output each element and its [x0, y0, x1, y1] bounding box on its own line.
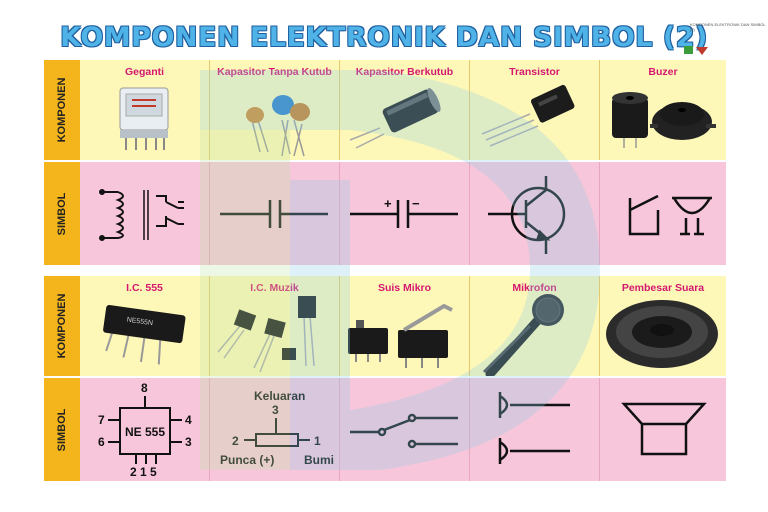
page-title: KOMPONEN ELEKTRONIK DAN SIMBOL (2) — [60, 22, 708, 53]
component-cell-buzer: Buzer — [600, 60, 726, 160]
music-ic-symbol: Keluaran 3 2 1 Punca (+) Bumi — [220, 389, 334, 467]
symbol-cell-buzer — [600, 162, 726, 265]
component-label: Buzer — [648, 66, 678, 78]
speaker-symbol — [621, 402, 707, 456]
component-row: Geganti Kapasitor Tanpa Kutub Kapasitor … — [80, 60, 726, 160]
component-label: Kapasitor Tanpa Kutub — [217, 66, 332, 78]
symbol-row: + − — [80, 162, 726, 265]
capacitor-symbol — [220, 200, 328, 228]
ic555-symbol: NE 555 8 7 6 4 3 2 1 5 — [98, 381, 192, 479]
component-cell-kapasitor-tanpa-kutub: Kapasitor Tanpa Kutub — [210, 60, 340, 160]
component-label: Kapasitor Berkutub — [355, 66, 454, 78]
symbol-cell-kapasitor-berkutub: + − — [340, 162, 470, 265]
right-name: Bumi — [304, 453, 334, 467]
corner-note: KOMPONEN ELEKTRONIK DAN SIMBOL (2) — [690, 22, 766, 32]
microphone-image — [482, 294, 564, 376]
component-cell-mikrofon: Mikrofon — [470, 276, 600, 376]
component-cell-suis-mikro: Suis Mikro — [340, 276, 470, 376]
pin-3: 3 — [185, 435, 192, 449]
polarized-capacitor-symbol: + − — [350, 196, 458, 228]
component-cell-geganti: Geganti — [80, 60, 210, 160]
component-label: Suis Mikro — [377, 282, 432, 294]
pin-4: 4 — [185, 413, 192, 427]
pins-bottom: 2 1 5 — [130, 465, 157, 479]
symbol-cell-suis-mikro — [340, 378, 470, 481]
pin-6: 6 — [98, 435, 105, 449]
micro-switch-symbol — [350, 413, 458, 449]
component-label: Pembesar Suara — [621, 282, 705, 294]
music-ic-image — [217, 296, 316, 373]
chip-marking: NE555N — [126, 317, 153, 328]
symbol-cell-ic555: NE 555 8 7 6 4 3 2 1 5 — [80, 378, 210, 481]
speaker-image — [606, 300, 718, 368]
symbol-cell-ic-muzik: Keluaran 3 2 1 Punca (+) Bumi — [210, 378, 340, 481]
symbol-cell-geganti — [80, 162, 210, 265]
component-cell-ic555: I.C. 555 NE555N — [80, 276, 210, 376]
component-label: I.C. Muzik — [250, 282, 299, 294]
left-name: Punca (+) — [220, 453, 274, 467]
symbol-cell-mikrofon — [470, 378, 600, 481]
ceramic-capacitor-image — [246, 95, 310, 157]
chip-label: NE 555 — [125, 425, 165, 439]
symbol-row: NE 555 8 7 6 4 3 2 1 5 Keluaran 3 2 1 Pu… — [80, 378, 726, 481]
right-pin: 1 — [314, 434, 321, 448]
component-cell-pembesar-suara: Pembesar Suara — [600, 276, 726, 376]
plus-sign: + — [384, 196, 392, 211]
component-cell-transistor: Transistor — [470, 60, 600, 160]
output-label: Keluaran — [254, 389, 305, 403]
micro-switch-image — [348, 303, 453, 368]
component-label: Mikrofon — [512, 282, 557, 294]
symbol-cell-transistor — [470, 162, 600, 265]
ic555-image: NE555N — [103, 304, 186, 365]
symbol-cell-pembesar-suara — [600, 378, 726, 481]
transistor-image — [481, 84, 575, 147]
output-pin: 3 — [272, 403, 279, 417]
electrolytic-capacitor-image — [349, 88, 441, 149]
component-label: Transistor — [509, 66, 560, 78]
side-label-simbol: SIMBOL — [44, 378, 80, 481]
buzzer-symbol — [628, 194, 712, 236]
component-cell-kapasitor-berkutub: Kapasitor Berkutub — [340, 60, 470, 160]
component-label: I.C. 555 — [126, 282, 163, 294]
side-label-komponen: KOMPONEN — [44, 60, 80, 160]
left-pin: 2 — [232, 434, 239, 448]
component-row: I.C. 555 NE555N I.C. Muzik Suis Mikro — [80, 276, 726, 376]
relay-image — [119, 87, 169, 150]
panel-2: KOMPONEN SIMBOL I.C. 555 NE555N I.C. Muz… — [44, 276, 726, 481]
minus-sign: − — [412, 196, 420, 211]
pin-8: 8 — [141, 381, 148, 395]
transistor-symbol — [488, 176, 566, 254]
component-label: Geganti — [124, 66, 165, 78]
buzzer-image — [612, 92, 716, 148]
publisher-logo — [684, 46, 708, 55]
panel-1: KOMPONEN SIMBOL Geganti Kapasitor Tanpa … — [44, 60, 726, 265]
side-label-komponen: KOMPONEN — [44, 276, 80, 376]
component-cell-ic-muzik: I.C. Muzik — [210, 276, 340, 376]
relay-symbol — [99, 189, 184, 241]
side-label-simbol: SIMBOL — [44, 162, 80, 265]
pin-7: 7 — [98, 413, 105, 427]
microphone-symbol — [498, 392, 570, 464]
symbol-cell-kapasitor-tanpa-kutub — [210, 162, 340, 265]
